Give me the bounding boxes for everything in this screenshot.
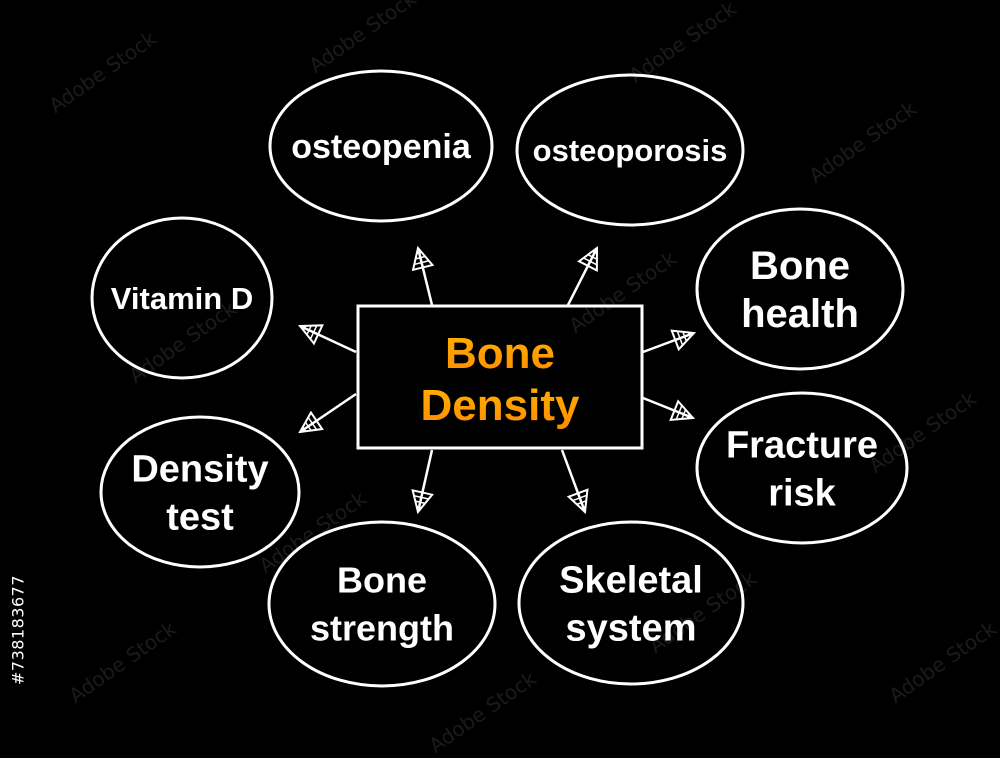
node-label: osteopenia (291, 128, 472, 166)
connector-arrows (297, 245, 697, 515)
node-ellipse (517, 520, 745, 686)
node-label: strength (310, 608, 454, 649)
central-box (356, 304, 644, 450)
node-ellipse (695, 207, 905, 371)
connector-arrow (298, 392, 357, 434)
node-label: test (166, 496, 234, 538)
node-label: Bone (337, 560, 427, 601)
connector-arrow (642, 396, 696, 421)
node-ellipse (99, 415, 301, 569)
connector-arrow (297, 324, 357, 354)
connector-arrow (560, 449, 589, 515)
node-fracture-risk: Fracture risk (695, 391, 909, 545)
central-node: Bone Density (356, 304, 644, 450)
node-ellipse (267, 520, 497, 688)
central-title-line2: Density (421, 381, 580, 430)
node-label: Vitamin D (111, 281, 253, 316)
node-ellipse (268, 69, 494, 223)
connector-arrow (566, 246, 599, 306)
connector-arrow (642, 329, 697, 354)
node-label: risk (768, 472, 836, 514)
connector-arrow (411, 245, 435, 306)
central-title-line1: Bone (445, 329, 555, 378)
node-ellipse (695, 391, 909, 545)
node-label: Density (131, 448, 268, 490)
connector-arrow (411, 449, 434, 515)
node-osteopenia: osteopenia (268, 69, 494, 223)
node-label: osteoporosis (533, 133, 728, 168)
node-label: health (741, 292, 859, 336)
node-ellipse (515, 73, 745, 227)
node-bone-strength: Bone strength (267, 520, 497, 688)
node-osteoporosis: osteoporosis (515, 73, 745, 227)
node-density-test: Density test (99, 415, 301, 569)
node-label: Fracture (726, 424, 878, 466)
node-ellipse (90, 216, 274, 380)
node-skeletal-system: Skeletal system (517, 520, 745, 686)
node-label: Bone (750, 244, 850, 288)
stock-id-text: #738183677 (8, 574, 28, 686)
node-label: Skeletal (559, 559, 703, 601)
node-label: system (566, 607, 697, 649)
stock-id-label: #738183677 (6, 520, 30, 740)
node-vitamin-d: Vitamin D (90, 216, 274, 380)
